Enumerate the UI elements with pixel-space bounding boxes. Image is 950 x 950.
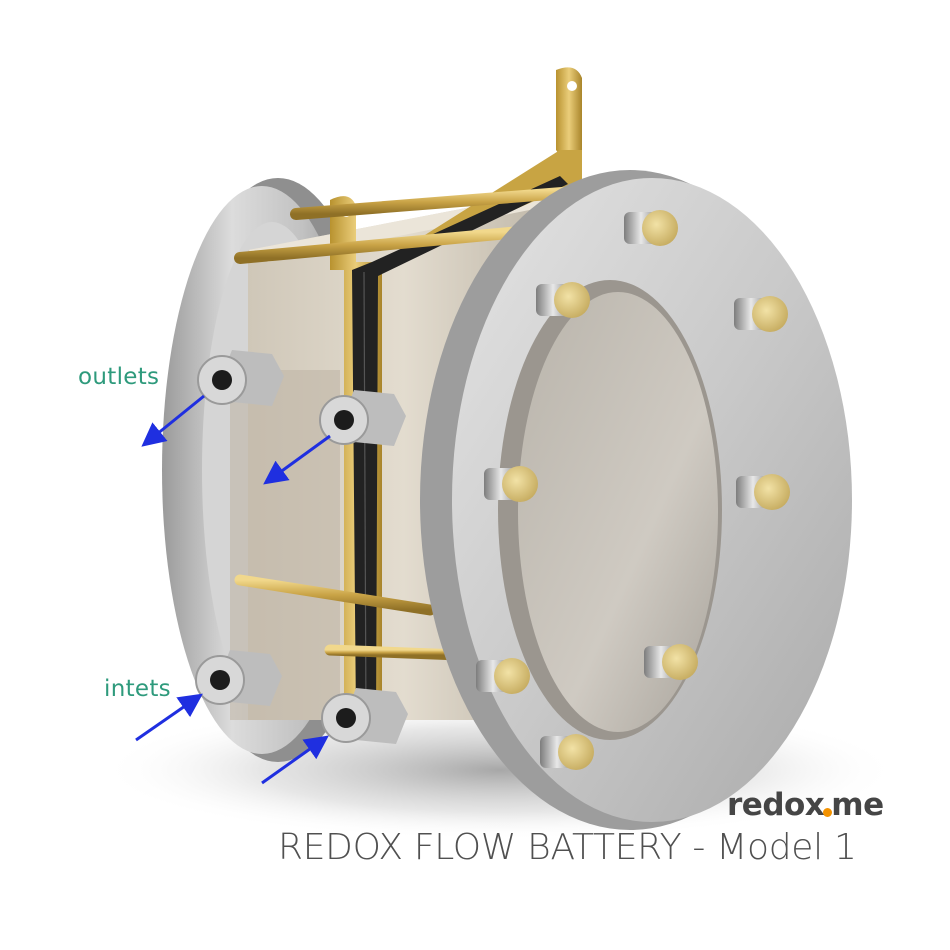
logo-text-left: redox xyxy=(727,787,825,823)
front-flange xyxy=(420,170,852,830)
inlet-arrow-icon xyxy=(261,735,329,785)
flow-arrows xyxy=(135,394,331,785)
logo-text-right: me xyxy=(831,787,884,823)
flange-bolts xyxy=(476,210,790,770)
gasket-strips xyxy=(352,176,568,721)
outlets-label: outlets xyxy=(78,364,160,390)
outlet-arrow-icon xyxy=(141,394,205,447)
fittings xyxy=(195,350,408,744)
inlet-arrow-icon xyxy=(135,693,203,742)
product-caption: REDOX FLOW BATTERY - Model 1 xyxy=(278,827,857,868)
outlet-arrow-icon xyxy=(263,434,331,485)
logo-dot-icon xyxy=(823,808,833,817)
inlets-label: intets xyxy=(104,676,171,702)
